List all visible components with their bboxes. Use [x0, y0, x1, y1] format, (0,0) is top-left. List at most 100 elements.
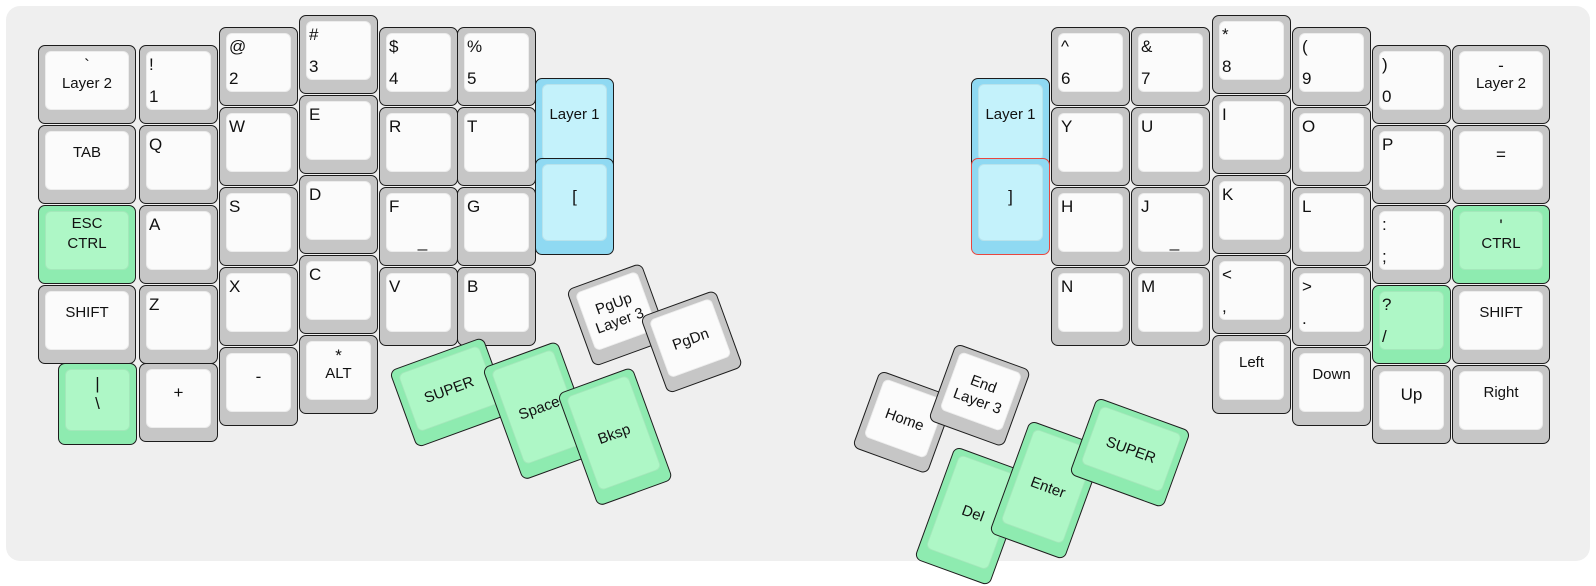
key-legend-bottom: 2: [229, 69, 239, 88]
key-g[interactable]: G: [457, 187, 536, 266]
key-0[interactable]: )0: [1372, 45, 1451, 124]
key-r[interactable]: R: [379, 107, 458, 186]
key-legend-top: F: [389, 197, 400, 216]
key-down[interactable]: Down: [1292, 347, 1371, 426]
key-tab[interactable]: TAB: [38, 125, 136, 204]
key-shift[interactable]: SHIFT: [1452, 285, 1550, 364]
key-e[interactable]: E: [299, 95, 378, 174]
keycap-surface: [146, 131, 211, 190]
keycap-surface: [226, 273, 291, 332]
key-h[interactable]: H: [1051, 187, 1130, 266]
key-ctrl[interactable]: 'CTRL: [1452, 205, 1550, 284]
key-key[interactable]: ?/: [1372, 285, 1451, 364]
key-legend-bottom: .: [1302, 309, 1307, 328]
key-s[interactable]: S: [219, 187, 298, 266]
key-up[interactable]: Up: [1372, 365, 1451, 444]
key-f[interactable]: F_: [379, 187, 458, 266]
key-legend-top: O: [1302, 117, 1316, 136]
key-a[interactable]: A: [139, 205, 218, 284]
key-key[interactable]: :;: [1372, 205, 1451, 284]
keycap-surface: [1379, 291, 1444, 350]
key-legend-top: <: [1222, 265, 1232, 284]
keycap-surface: [45, 291, 129, 350]
key-i[interactable]: I: [1212, 95, 1291, 174]
key-bksp[interactable]: Bksp: [557, 366, 674, 507]
key-9[interactable]: (9: [1292, 27, 1371, 106]
key-key[interactable]: ]: [971, 158, 1050, 255]
keycap-surface: [1219, 101, 1284, 160]
key-legend-top: P: [1382, 135, 1394, 154]
key-2[interactable]: @2: [219, 27, 298, 106]
key-key[interactable]: >.: [1292, 267, 1371, 346]
keycap-surface: [1299, 193, 1364, 252]
key-key[interactable]: [: [535, 158, 614, 255]
key-legend-main: =: [1496, 144, 1506, 164]
key-legend-main: Down: [1312, 365, 1351, 383]
keycap-surface: [1058, 113, 1123, 172]
key-left[interactable]: Left: [1212, 335, 1291, 414]
key-legend-top: *: [1222, 25, 1229, 44]
key-l[interactable]: L: [1292, 187, 1371, 266]
key-v[interactable]: V: [379, 267, 458, 346]
key-legend-top: >: [1302, 277, 1312, 296]
key-alt[interactable]: *ALT: [299, 335, 378, 414]
key-1[interactable]: !1: [139, 45, 218, 124]
key-6[interactable]: ^6: [1051, 27, 1130, 106]
key-legend-main: -: [255, 366, 262, 386]
key-legend-top: :: [1382, 215, 1387, 234]
key-legend-main: Right: [1483, 383, 1519, 401]
keycap-surface: [1138, 193, 1203, 252]
homing-marker: _: [1169, 232, 1180, 251]
key-legend-top: ): [1382, 55, 1388, 74]
key-n[interactable]: N: [1051, 267, 1130, 346]
key-right[interactable]: Right: [1452, 365, 1550, 444]
key-legend-main: Up: [1400, 384, 1423, 404]
key-4[interactable]: $4: [379, 27, 458, 106]
key-y[interactable]: Y: [1051, 107, 1130, 186]
key-key[interactable]: <,: [1212, 255, 1291, 334]
key-legend-top: T: [467, 117, 478, 136]
key-legend-top: D: [309, 185, 322, 204]
key-key[interactable]: =: [1452, 125, 1550, 204]
key-j[interactable]: J_: [1131, 187, 1210, 266]
key-p[interactable]: P: [1372, 125, 1451, 204]
key-key[interactable]: |\: [58, 363, 137, 445]
key-u[interactable]: U: [1131, 107, 1210, 186]
key-7[interactable]: &7: [1131, 27, 1210, 106]
keycap-surface: [464, 113, 529, 172]
key-legend-main: +: [173, 382, 184, 402]
keycap-surface: [226, 33, 291, 92]
key-q[interactable]: Q: [139, 125, 218, 204]
key-m[interactable]: M: [1131, 267, 1210, 346]
key-8[interactable]: *8: [1212, 15, 1291, 94]
keycap-surface: [1058, 33, 1123, 92]
keycap-surface: [1058, 193, 1123, 252]
key-w[interactable]: W: [219, 107, 298, 186]
key-legend-bottom: 8: [1222, 57, 1232, 76]
key-t[interactable]: T: [457, 107, 536, 186]
key-c[interactable]: C: [299, 255, 378, 334]
keycap-surface: [306, 181, 371, 240]
key-layer-2[interactable]: `Layer 2: [38, 45, 136, 124]
key-legend-bottom: 9: [1302, 69, 1312, 88]
key-o[interactable]: O: [1292, 107, 1371, 186]
key-legend-top: N: [1061, 277, 1074, 296]
key-x[interactable]: X: [219, 267, 298, 346]
keycap-surface: [542, 84, 607, 161]
key-layer-2[interactable]: -Layer 2: [1452, 45, 1550, 124]
key-shift[interactable]: SHIFT: [38, 285, 136, 364]
key-key[interactable]: -: [219, 347, 298, 426]
key-b[interactable]: B: [457, 267, 536, 346]
key-k[interactable]: K: [1212, 175, 1291, 254]
key-z[interactable]: Z: [139, 285, 218, 364]
key-3[interactable]: #3: [299, 15, 378, 94]
key-key[interactable]: +: [139, 363, 218, 442]
keycap-surface: [978, 164, 1043, 241]
key-5[interactable]: %5: [457, 27, 536, 106]
key-legend-main: \: [95, 394, 100, 413]
key-legend-top: I: [1222, 105, 1227, 124]
key-legend-bottom: ,: [1222, 297, 1227, 316]
key-d[interactable]: D: [299, 175, 378, 254]
